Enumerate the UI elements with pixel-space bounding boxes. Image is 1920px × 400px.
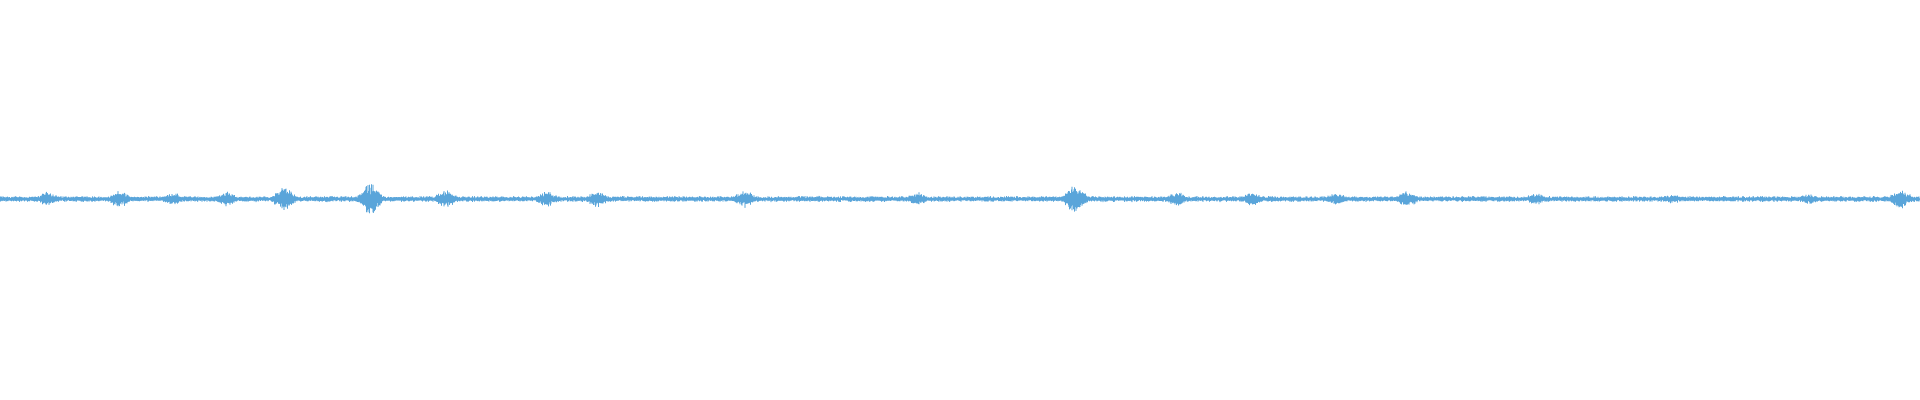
waveform-trace — [0, 184, 1920, 214]
